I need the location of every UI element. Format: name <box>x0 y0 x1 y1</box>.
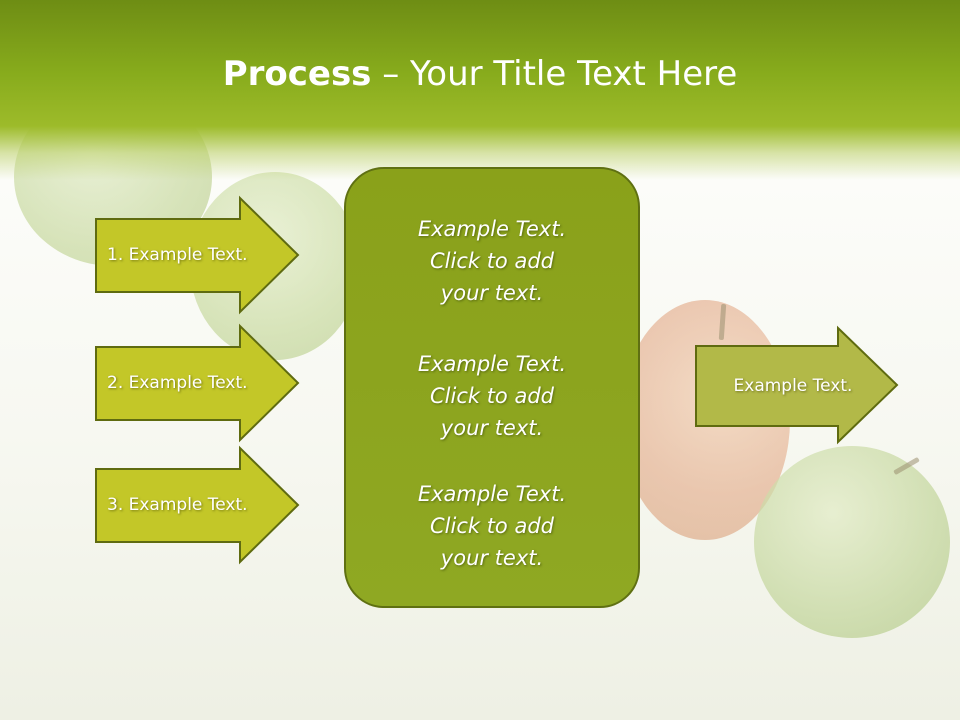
paragraph-line: Example Text. <box>417 352 567 376</box>
paragraph-line: Click to add <box>429 514 554 538</box>
center-paragraph: Example Text. Click to add your text. <box>346 478 638 574</box>
paragraph-line: Example Text. <box>417 482 567 506</box>
step-label: 3. Example Text. <box>107 495 248 515</box>
step-arrow-3[interactable]: 3. Example Text. <box>95 445 300 565</box>
title-bold: Process <box>222 54 372 94</box>
slide-title[interactable]: Process – Your Title Text Here <box>0 52 960 96</box>
paragraph-line: Click to add <box>429 384 554 408</box>
step-label: 2. Example Text. <box>107 373 248 393</box>
title-rest: – Your Title Text Here <box>371 54 738 94</box>
step-arrow-1[interactable]: 1. Example Text. <box>95 195 300 315</box>
arrow-shape <box>695 325 899 445</box>
paragraph-line: your text. <box>440 546 544 570</box>
center-paragraph: Example Text. Click to add your text. <box>346 348 638 444</box>
step-arrow-2[interactable]: 2. Example Text. <box>95 323 300 443</box>
arrow-shape <box>95 195 300 315</box>
paragraph-line: your text. <box>440 281 544 305</box>
result-label: Example Text. <box>733 376 853 396</box>
arrow-shape <box>95 445 300 565</box>
center-text-box[interactable]: Example Text. Click to add your text. Ex… <box>344 167 640 608</box>
apple-image <box>754 446 950 638</box>
paragraph-line: Click to add <box>429 249 554 273</box>
paragraph-line: your text. <box>440 416 544 440</box>
header-band <box>0 0 960 180</box>
arrow-shape <box>95 323 300 443</box>
center-paragraph: Example Text. Click to add your text. <box>346 213 638 309</box>
paragraph-line: Example Text. <box>417 217 567 241</box>
result-arrow[interactable]: Example Text. <box>695 325 899 445</box>
step-label: 1. Example Text. <box>107 245 248 265</box>
